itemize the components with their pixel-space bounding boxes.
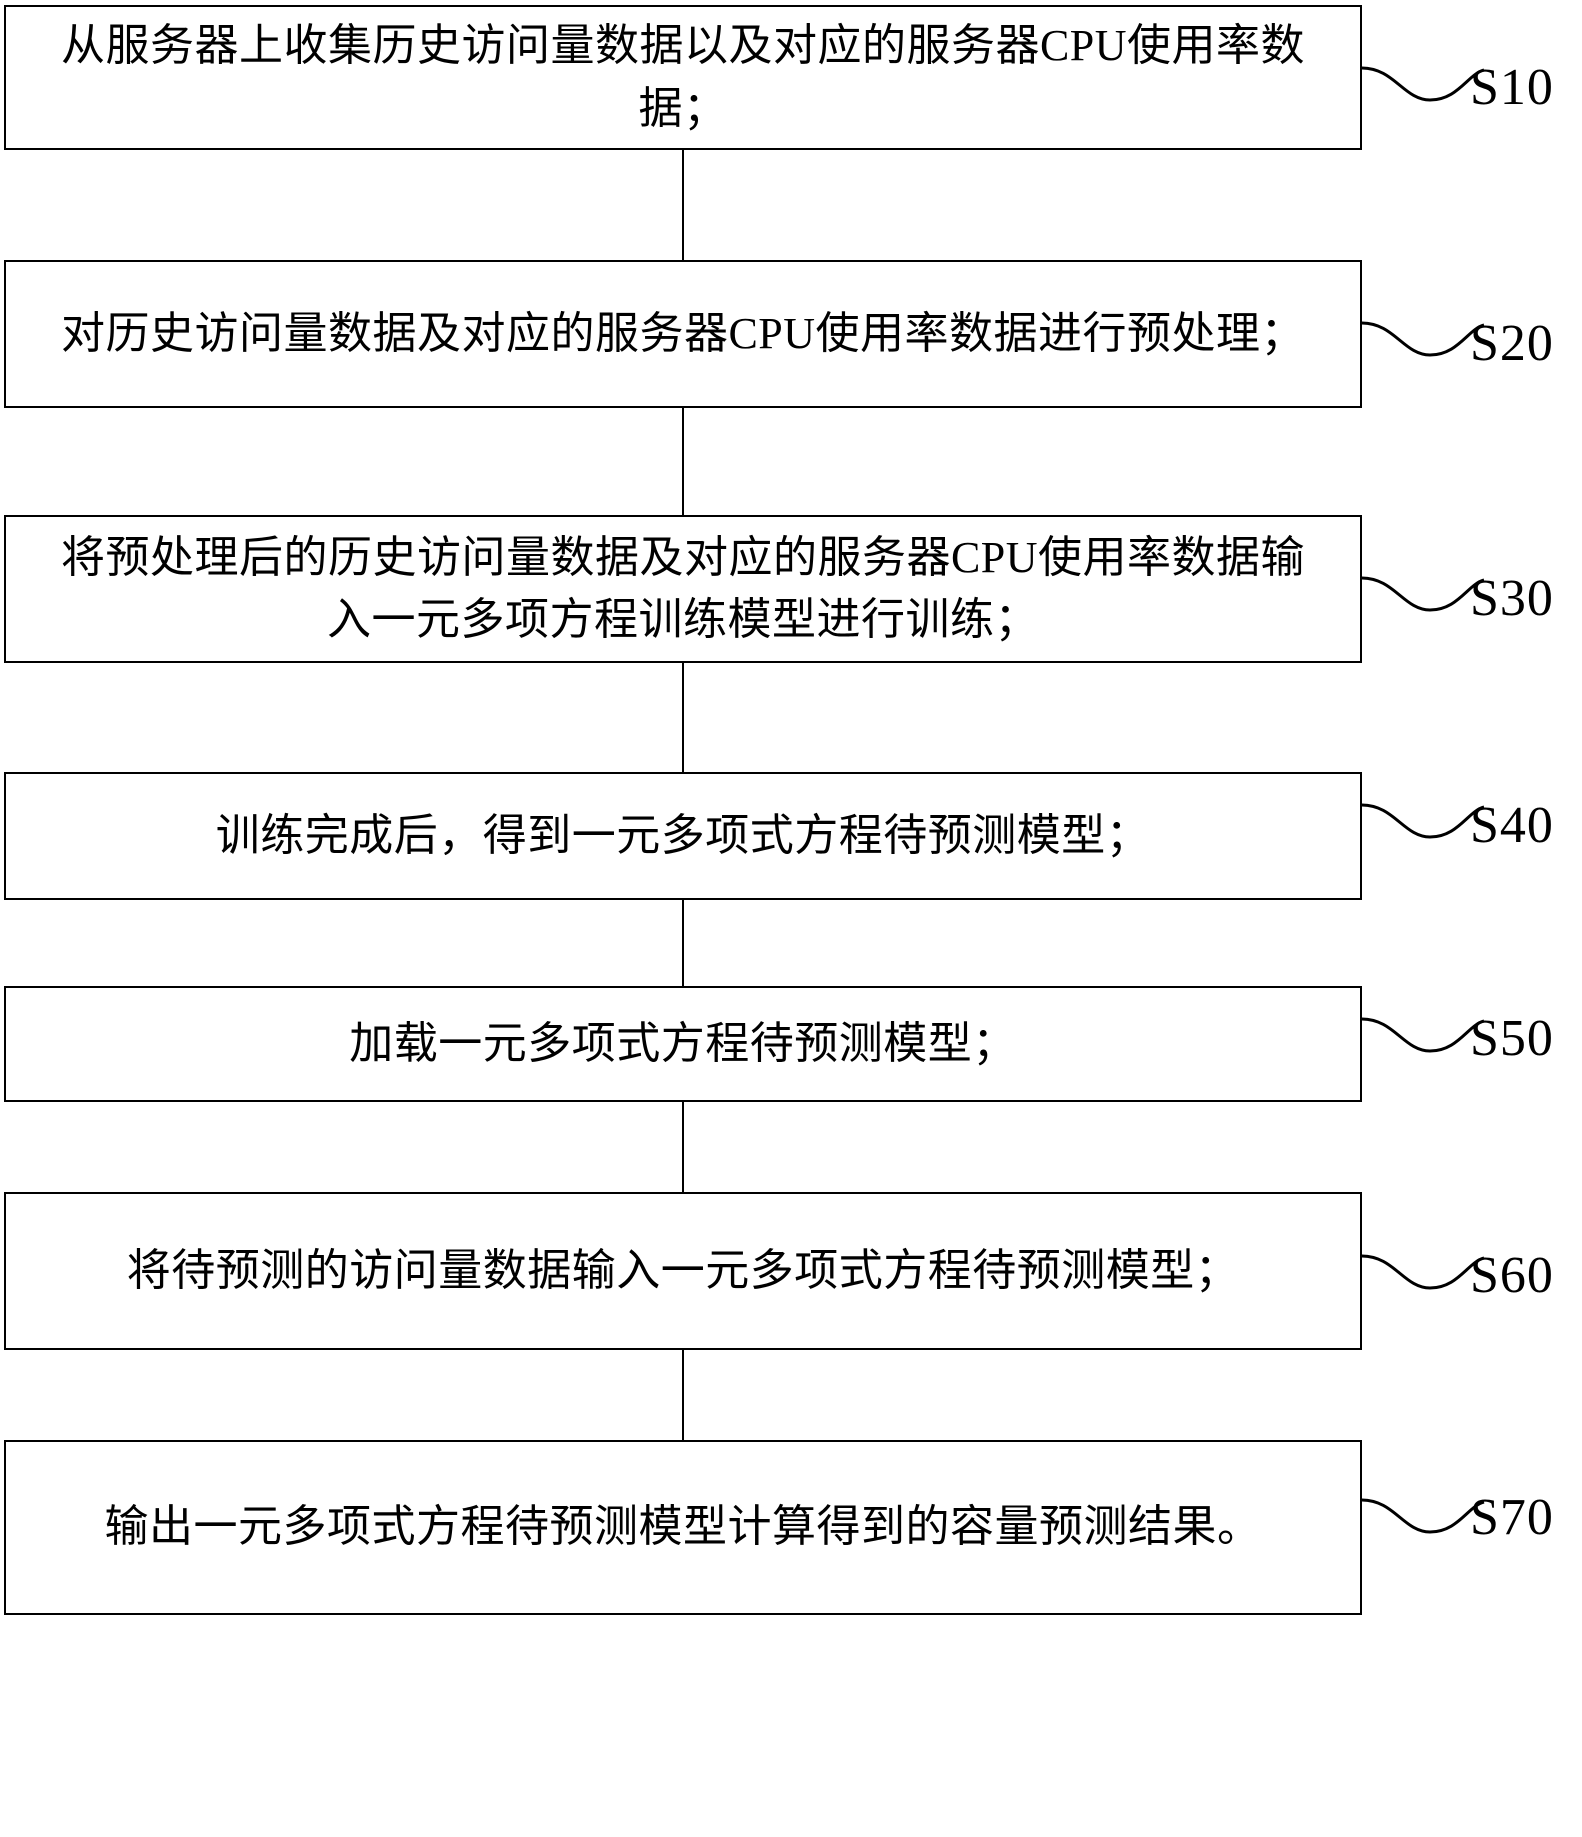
leader-line-s50 [1360, 1011, 1486, 1059]
flow-step-box-s70[interactable]: 输出一元多项式方程待预测模型计算得到的容量预测结果。 [4, 1440, 1362, 1615]
step-label-s30: S30 [1470, 570, 1554, 627]
leader-line-s40 [1360, 797, 1486, 845]
flow-step-box-s60[interactable]: 将待预测的访问量数据输入一元多项式方程待预测模型； [4, 1192, 1362, 1350]
step-label-s70: S70 [1470, 1489, 1554, 1546]
flow-step-box-s40[interactable]: 训练完成后，得到一元多项式方程待预测模型； [4, 772, 1362, 900]
step-label-s60: S60 [1470, 1247, 1554, 1304]
connector-s10-s20 [682, 150, 684, 260]
leader-line-s70 [1360, 1492, 1486, 1540]
leader-line-s10 [1360, 60, 1486, 108]
step-label-s40: S40 [1470, 797, 1554, 854]
flow-step-text-s60: 将待预测的访问量数据输入一元多项式方程待预测模型； [126, 1245, 1240, 1295]
leader-line-s30 [1360, 570, 1486, 618]
flow-step-box-s10[interactable]: 从服务器上收集历史访问量数据以及对应的服务器CPU使用率数据； [4, 5, 1362, 150]
flow-step-text-s10: 从服务器上收集历史访问量数据以及对应的服务器CPU使用率数据； [60, 21, 1306, 133]
flow-step-box-s20[interactable]: 对历史访问量数据及对应的服务器CPU使用率数据进行预处理； [4, 260, 1362, 408]
connector-s50-s60 [682, 1102, 684, 1192]
flow-step-text-s20: 对历史访问量数据及对应的服务器CPU使用率数据进行预处理； [60, 308, 1306, 358]
flow-step-text-s40: 训练完成后，得到一元多项式方程待预测模型； [215, 810, 1151, 860]
leader-line-s60 [1360, 1248, 1486, 1296]
flow-step-text-s30: 将预处理后的历史访问量数据及对应的服务器CPU使用率数据输入一元多项方程训练模型… [60, 532, 1306, 644]
connector-s60-s70 [682, 1350, 684, 1440]
connector-s40-s50 [682, 900, 684, 986]
flow-step-text-s50: 加载一元多项式方程待预测模型； [349, 1018, 1017, 1068]
step-label-s20: S20 [1470, 315, 1554, 372]
leader-line-s20 [1360, 315, 1486, 363]
step-label-s50: S50 [1470, 1010, 1554, 1067]
connector-s30-s40 [682, 663, 684, 773]
flow-step-box-s30[interactable]: 将预处理后的历史访问量数据及对应的服务器CPU使用率数据输入一元多项方程训练模型… [4, 515, 1362, 663]
flow-step-text-s70: 输出一元多项式方程待预测模型计算得到的容量预测结果。 [104, 1502, 1262, 1552]
step-label-s10: S10 [1470, 59, 1554, 116]
connector-s20-s30 [682, 408, 684, 515]
flow-step-box-s50[interactable]: 加载一元多项式方程待预测模型； [4, 986, 1362, 1102]
